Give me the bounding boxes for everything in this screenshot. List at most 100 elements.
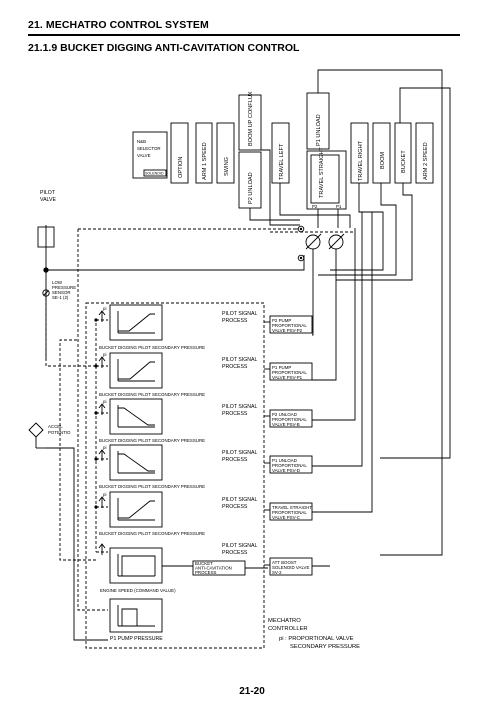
block-1-box: [109, 304, 163, 341]
block-4-box: [109, 444, 163, 481]
pump-pressure-block-box: [109, 598, 163, 633]
out-4a: P1 UNLOAD: [272, 458, 297, 463]
solid-lines: [36, 69, 451, 641]
pi-labels: pi pi pi pi pi: [103, 306, 106, 497]
out-1c: VALVE PSV-P2: [272, 328, 303, 333]
block-2-box: [109, 352, 163, 389]
function-blocks: [98, 304, 313, 633]
pi-nodes: [94, 225, 305, 509]
travel-right-label: TRAVEL RIGHT: [358, 140, 364, 181]
output-box-2: [269, 362, 313, 381]
option-label: OPTION: [178, 157, 184, 178]
out-4b: PROPORTIONAL: [272, 463, 307, 468]
valve-stack: [132, 92, 434, 210]
arm2-speed-valve-box: [415, 122, 434, 184]
p2-unload-label: P2 UNLOAD: [248, 172, 254, 204]
arm1-speed-valve-box: [195, 122, 213, 184]
output-box-6: [269, 557, 313, 576]
output-box-5: [269, 502, 313, 521]
selector-label-3: VALVE: [137, 153, 151, 158]
travel-right-valve-box: [350, 122, 369, 184]
p1-unload-label: P1 UNLOAD: [316, 114, 322, 146]
mechatro-title-2: CONTROLLER: [268, 626, 308, 632]
process-4a: PILOT SIGNAL: [222, 450, 257, 456]
out-4c: VALVE PSV-D: [272, 468, 300, 473]
anti-cav-2: ANTI-CAVITATION: [195, 566, 232, 571]
out-1b: PROPORTIONAL: [272, 323, 307, 328]
out-3b: PROPORTIONAL: [272, 417, 307, 422]
pump-caption: P1 PUMP PRESSURE: [110, 636, 163, 642]
option-valve-box: [170, 122, 189, 184]
section-title: 21. MECHATRO CONTROL SYSTEM: [28, 19, 209, 31]
out-6c: SV-2: [272, 570, 282, 575]
nb-selector-valve-box: [132, 131, 168, 179]
out-6a: ATT BOOST: [272, 560, 297, 565]
process-2b: PROCESS: [222, 364, 248, 370]
subsection-title: 21.1.9 BUCKET DIGGING ANTI-CAVITATION CO…: [28, 42, 300, 54]
boom-label: BOOM: [380, 152, 386, 169]
engine-speed-block-box: [109, 547, 163, 584]
out-3c: VALVE PSV-B: [272, 422, 300, 427]
anti-cav-3: PROCESS: [195, 570, 217, 575]
selector-solenoid-box: [143, 169, 167, 177]
boom-up-conflux-label: BOOM UP CONFLUX: [248, 91, 254, 146]
p2-port-label: P2: [312, 204, 318, 209]
low-pressure-label-4: SE-1 (2): [52, 295, 69, 300]
low-pressure-label-1: LOW: [52, 280, 63, 285]
travel-straight-outline: [306, 150, 347, 210]
line-p1-unload-top: [317, 69, 443, 556]
process-5b: PROCESS: [222, 504, 248, 510]
output-box-3: [269, 409, 313, 428]
mechatro-legend-1: pi : PROPORTIONAL VALVE: [279, 636, 354, 642]
page-number: 21-20: [239, 686, 265, 697]
low-pressure-label-3: SENSOR: [52, 290, 71, 295]
out-5b: PROPORTIONAL: [272, 510, 307, 515]
process-1a: PILOT SIGNAL: [222, 311, 257, 317]
process-labels: PILOT SIGNAL PROCESS PILOT SIGNAL PROCES…: [195, 311, 257, 575]
accel-label-2: POTENTIO: [48, 430, 71, 435]
travel-left-valve-box: [271, 122, 290, 184]
block-3-box: [109, 398, 163, 435]
travel-straight-label-1: TRAVEL STRAIGHT: [319, 146, 325, 198]
caption-5: BUCKET DIGGING PILOT SECONDARY PRESSURE: [99, 531, 205, 536]
block-5-box: [109, 491, 163, 528]
mechatro-title-1: MECHATRO: [268, 618, 301, 624]
out-2b: PROPORTIONAL: [272, 370, 307, 375]
process-6b: PROCESS: [222, 550, 248, 556]
pi-label-4: pi: [103, 445, 106, 450]
out-5a: TRAVEL STRAIGHT: [272, 505, 312, 510]
output-box-1: [269, 315, 313, 334]
selector-label-2: SELECTOR: [137, 146, 161, 151]
p1-port-label: P1: [336, 204, 342, 209]
pilot-valve-label-1: PILOT: [40, 190, 56, 196]
mechatro-controller-outline: [85, 302, 265, 649]
arm1-speed-label: ARM 1 SPEED: [202, 142, 208, 180]
output-box-4: [269, 455, 313, 474]
process-5a: PILOT SIGNAL: [222, 497, 257, 503]
line-bucket-top: [380, 87, 451, 459]
mechatro-legend-2: SECONDARY PRESSURE: [290, 644, 360, 650]
out-3a: P2 UNLOAD: [272, 412, 297, 417]
out-2a: P1 PUMP: [272, 365, 291, 370]
caption-4: BUCKET DIGGING PILOT SECONDARY PRESSURE: [99, 484, 205, 489]
caption-3: BUCKET DIGGING PILOT SECONDARY PRESSURE: [99, 438, 205, 443]
travel-left-label: TRAVEL LEFT: [279, 143, 285, 180]
line-pilot-horizontal: [46, 255, 305, 271]
out-5c: VALVE PSV-C: [272, 515, 300, 520]
caption-1: BUCKET DIGGING PILOT SECONDARY PRESSURE: [99, 345, 205, 350]
swing-label: SWING: [224, 157, 230, 176]
selector-label-1: N&B: [137, 139, 146, 144]
process-2a: PILOT SIGNAL: [222, 357, 257, 363]
selector-solenoid-label: SOLENOID: [145, 172, 164, 176]
boom-up-conflux-valve-box: [238, 94, 262, 151]
boom-valve-box: [372, 122, 391, 184]
low-pressure-label-2: PRESSURE: [52, 285, 76, 290]
bucket-label: BUCKET: [401, 150, 407, 173]
process-6a: PILOT SIGNAL: [222, 543, 257, 549]
out-6b: SOLENOID VALVE: [272, 565, 309, 570]
pi-label-3: pi: [103, 399, 106, 404]
process-3b: PROCESS: [222, 411, 248, 417]
pilot-valve-label-2: VALVE: [40, 197, 56, 203]
caption-2: BUCKET DIGGING PILOT SECONDARY PRESSURE: [99, 392, 205, 397]
